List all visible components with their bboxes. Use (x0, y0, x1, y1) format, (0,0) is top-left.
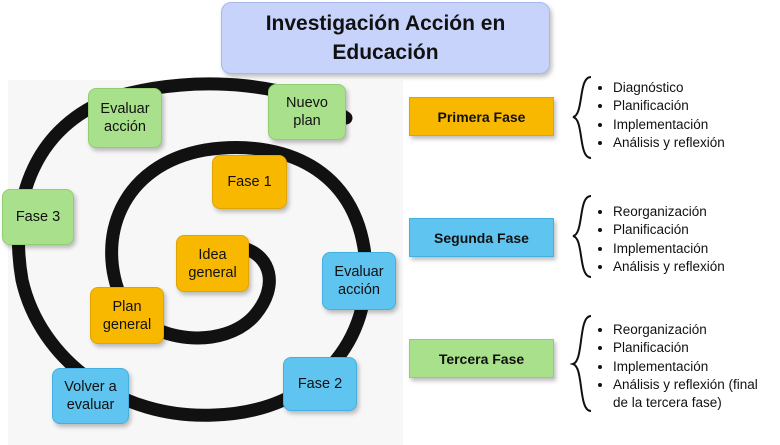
title-text: Investigación Acción en Educación (265, 12, 506, 64)
step-item: Diagnóstico (613, 79, 725, 97)
phase-2-label: Segunda Fase (434, 229, 529, 246)
node-label: Fase 2 (297, 376, 343, 392)
phase-1-brace (572, 76, 592, 159)
step-item: Planificación (613, 97, 725, 115)
diagram-title: Investigación Acción en Educación (221, 2, 550, 74)
step-item: Reorganización (613, 203, 725, 221)
phase-3-label: Tercera Fase (438, 350, 525, 367)
step-item: Implementación (613, 116, 725, 134)
node-label: Volver a evaluar (64, 379, 117, 413)
node-label: Evaluar acción (100, 101, 150, 135)
step-item: Planificación (613, 339, 771, 357)
node-plan-general: Plan general (90, 287, 164, 344)
node-label: Nuevo plan (286, 95, 328, 129)
node-label: Plan general (102, 298, 152, 333)
node-fase-2: Fase 2 (283, 357, 357, 411)
node-label: Idea general (188, 246, 237, 281)
phase-3-steps: Reorganización Planificación Implementac… (596, 321, 771, 412)
step-item: Análisis y reflexión (final de la tercer… (613, 376, 771, 413)
phase-3-box: Tercera Fase (409, 339, 554, 378)
node-evaluar-accion-top: Evaluar acción (88, 88, 162, 148)
step-item: Implementación (613, 240, 725, 258)
step-item: Análisis y reflexión (613, 258, 725, 276)
node-label: Fase 1 (227, 174, 272, 190)
node-volver-a-evaluar: Volver a evaluar (52, 368, 129, 424)
node-evaluar-accion-right: Evaluar acción (322, 252, 396, 310)
step-item: Implementación (613, 358, 771, 376)
node-nuevo-plan: Nuevo plan (268, 84, 346, 140)
phase-2-box: Segunda Fase (409, 218, 554, 257)
step-item: Reorganización (613, 321, 771, 339)
node-fase-1: Fase 1 (212, 155, 287, 209)
phase-3-brace (570, 315, 592, 412)
phase-1-steps: Diagnóstico Planificación Implementación… (596, 79, 725, 152)
phase-1-box: Primera Fase (409, 97, 554, 136)
node-idea-general: Idea general (176, 235, 249, 292)
phase-2-steps: Reorganización Planificación Implementac… (596, 203, 725, 276)
node-label: Evaluar acción (334, 264, 384, 298)
phase-1-label: Primera Fase (437, 108, 526, 125)
node-label: Fase 3 (15, 209, 61, 225)
step-item: Planificación (613, 221, 725, 239)
step-item: Análisis y reflexión (613, 134, 725, 152)
node-fase-3: Fase 3 (2, 189, 74, 245)
phase-2-brace (572, 195, 592, 278)
